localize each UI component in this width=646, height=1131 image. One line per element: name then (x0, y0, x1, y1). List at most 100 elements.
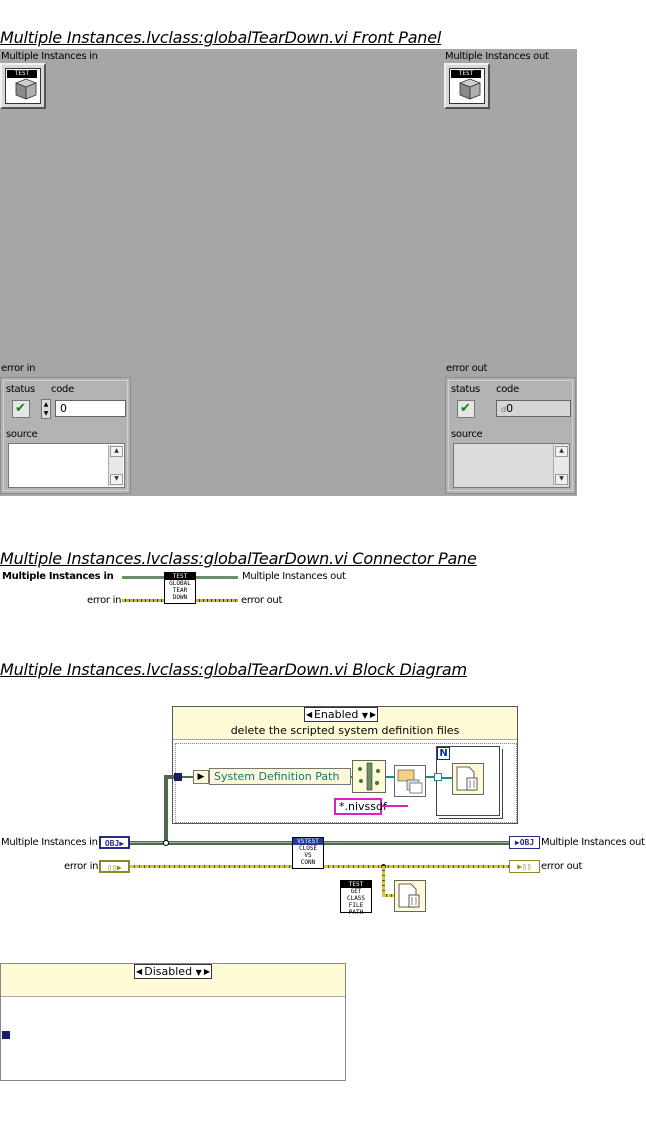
terminal-text: OBJ (104, 839, 120, 848)
case-selector-disabled[interactable]: ◀ Disabled ▼ ▶ (134, 964, 212, 979)
comment-text: delete the scripted system definition fi… (230, 724, 460, 737)
status-label: status (451, 384, 480, 395)
scroll-up-icon[interactable]: ▲ (555, 446, 568, 457)
next-case-icon[interactable]: ▶ (369, 710, 376, 719)
source-scrollbar[interactable]: ▲ ▼ (553, 445, 568, 486)
prev-case-icon[interactable]: ◀ (136, 967, 143, 976)
path-wire (442, 777, 452, 779)
error-wire (130, 865, 292, 868)
path-wire (386, 776, 394, 778)
terminal-text: OBJ (519, 838, 535, 847)
inner-frame (175, 743, 517, 823)
check-icon: ✔ (15, 401, 26, 416)
subvi-line: FILE (348, 902, 364, 909)
class-wire (129, 841, 292, 845)
cp-mi-out-label: Multiple Instances out (242, 571, 346, 582)
auto-index-tunnel (434, 773, 442, 781)
cp-mi-in-label: Multiple Instances in (2, 571, 114, 582)
close-vs-conn-subvi[interactable]: VSTEST CLOSE VS CONN (292, 837, 324, 869)
case-selector-enabled[interactable]: ◀ Enabled ▼ ▶ (304, 707, 378, 722)
code-input[interactable]: 0 (55, 400, 126, 417)
subvi-line: CONN (300, 859, 316, 866)
dropdown-icon[interactable]: ▼ (361, 711, 369, 720)
error-wire-branch-h (382, 894, 394, 897)
mi-in-terminal[interactable]: OBJ▶ (99, 836, 130, 849)
code-label: code (51, 384, 74, 395)
mi-in-control[interactable]: TEST (0, 63, 46, 109)
cp-error-out-label: error out (241, 595, 283, 606)
mi-out-terminal: ▶OBJ (509, 836, 540, 849)
get-class-file-path-subvi[interactable]: TEST GET CLASS FILE PATH (340, 880, 372, 916)
extension-string-constant[interactable]: *.nivssdf (334, 798, 387, 815)
subvi-tag: TEST (341, 881, 371, 888)
loop-count-terminal[interactable]: N (437, 747, 450, 760)
source-indicator: ▲ ▼ (453, 443, 570, 488)
delete-file-icon[interactable] (394, 880, 426, 912)
delete-glyph (398, 883, 420, 908)
next-case-icon[interactable]: ▶ (203, 967, 210, 976)
string-wire (382, 805, 408, 807)
source-input[interactable]: ▲ ▼ (8, 443, 125, 488)
status-label: status (6, 384, 35, 395)
cp-error-in-label: error in (87, 595, 122, 606)
scroll-down-icon[interactable]: ▼ (555, 474, 568, 485)
path-array-wire (426, 776, 436, 778)
error-in-terminal[interactable]: ▯▯▶ (99, 860, 130, 873)
cp-mi-in-wire (122, 576, 164, 579)
dropdown-icon[interactable]: ▼ (195, 968, 202, 977)
folder-glyph (397, 769, 423, 794)
bd-error-in-label: error in (64, 861, 99, 872)
cp-mi-out-wire (196, 576, 238, 579)
code-indicator: d0 (496, 400, 571, 417)
for-loop: N (434, 746, 500, 816)
subvi-line: VS (304, 852, 312, 859)
subvi-tag: VSTEST (293, 838, 323, 845)
subvi-line: GET (350, 888, 362, 895)
error-in-label: error in (1, 363, 36, 374)
block-diagram-title: Multiple Instances.lvclass:globalTearDow… (0, 660, 467, 679)
class-wire-out (324, 841, 510, 845)
tunnel (174, 773, 182, 781)
front-panel: Multiple Instances in TEST Multiple Inst… (0, 49, 577, 496)
cp-error-in-wire (122, 599, 164, 602)
error-wire-branch (382, 866, 385, 896)
selector-label: Disabled (144, 965, 193, 978)
source-scrollbar[interactable]: ▲ ▼ (108, 445, 123, 486)
status-checkbox[interactable]: ✔ (12, 400, 30, 418)
selector-label: Enabled (313, 708, 359, 721)
strip-path-icon[interactable] (352, 760, 386, 793)
icon-line: GLOBAL (169, 580, 191, 587)
subvi-line: CLASS (346, 895, 366, 902)
tunnel (2, 1031, 10, 1039)
diagram-disable-disabled: ◀ Disabled ▼ ▶ (0, 963, 346, 1081)
delete-glyph (456, 766, 478, 791)
icon-tag: TEST (165, 573, 195, 580)
error-in-cluster: status code ✔ ▲▼ 0 source ▲ ▼ (0, 377, 131, 494)
source-label: source (451, 429, 483, 440)
delete-file-icon[interactable] (452, 763, 484, 795)
scroll-up-icon[interactable]: ▲ (110, 446, 123, 457)
connector-pane-title: Multiple Instances.lvclass:globalTearDow… (0, 549, 477, 568)
bd-error-out-label: error out (541, 861, 583, 872)
global-teardown-icon[interactable]: TEST GLOBAL TEAR DOWN (164, 572, 196, 604)
list-folder-icon[interactable] (394, 765, 426, 797)
status-indicator: ✔ (457, 400, 475, 418)
code-value: 0 (506, 402, 514, 415)
mi-out-label: Multiple Instances out (445, 51, 549, 62)
bd-mi-in-label: Multiple Instances in (1, 837, 98, 848)
front-panel-title: Multiple Instances.lvclass:globalTearDow… (0, 28, 442, 47)
mi-out-indicator: TEST (444, 63, 490, 109)
system-definition-path-property[interactable]: System Definition Path (209, 768, 351, 785)
cube-icon (14, 78, 38, 100)
class-icon: TEST (449, 68, 485, 104)
icon-line: DOWN (172, 594, 188, 601)
error-wire-out (324, 865, 509, 868)
check-icon: ✔ (460, 401, 471, 416)
code-increment-decrement[interactable]: ▲▼ (41, 399, 51, 419)
property-node-ref-icon: ▶ (193, 770, 209, 784)
prev-case-icon[interactable]: ◀ (306, 710, 313, 719)
scroll-down-icon[interactable]: ▼ (110, 474, 123, 485)
class-icon: TEST (5, 68, 41, 104)
class-wire-branch-h (164, 775, 176, 779)
error-out-terminal: ▶▯▯ (509, 860, 540, 873)
